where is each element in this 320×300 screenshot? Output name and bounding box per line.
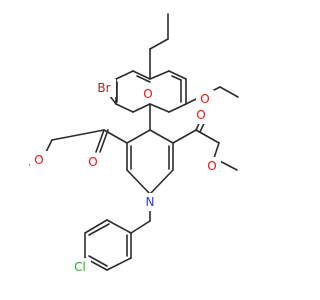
- bond-line-20: [219, 86, 239, 98]
- label-background-right-alkoxy-oxygen: [203, 157, 221, 175]
- label-background-left-alkoxy-oxygen: [30, 151, 48, 169]
- bond-line-23: [126, 129, 151, 144]
- right-ester-alkoxy-oxygen-label: O: [207, 159, 216, 173]
- bond-line-37: [172, 129, 197, 144]
- label-background-methoxy-oxygen: [196, 90, 214, 108]
- bond-line-2: [168, 70, 187, 80]
- bond-line-40: [195, 129, 220, 144]
- bond-line-52: [88, 223, 110, 236]
- bond-line-34: [51, 129, 105, 141]
- bond-line-11: [171, 75, 182, 81]
- bond-line-0: [132, 70, 151, 80]
- bond-line-9: [115, 70, 134, 80]
- bond-line-26: [149, 169, 174, 195]
- bond-line-44: [130, 220, 151, 234]
- bond-line-50: [106, 219, 132, 234]
- left-ester-alkoxy-oxygen-label: O: [34, 153, 43, 167]
- left-ester-carbonyl-oxygen-label: O: [88, 155, 97, 169]
- bond-line-16: [149, 38, 169, 50]
- bond-line-10: [136, 75, 151, 83]
- label-background-chlorine: [69, 258, 91, 276]
- bond-line-5: [149, 103, 170, 113]
- label-background-left-carbonyl-oxygen: [84, 153, 102, 171]
- bond-line-41: [213, 142, 220, 159]
- bond-lines: [29, 13, 239, 271]
- bond-line-53: [88, 255, 108, 267]
- ethoxy-oxygen-label: O: [143, 87, 152, 101]
- bond-line-32: [95, 129, 105, 153]
- bond-line-4: [168, 103, 187, 113]
- bromine-label: Br: [97, 81, 110, 95]
- nitrogen-label: N: [146, 195, 155, 209]
- atom-labels: Br O O O O O O N Cl: [30, 79, 221, 276]
- bond-line-28: [149, 129, 174, 144]
- right-ester-carbonyl-oxygen-label: O: [196, 108, 205, 122]
- chlorine-label: Cl: [74, 260, 86, 274]
- methoxy-oxygen-label: O: [200, 92, 209, 106]
- bond-line-49: [84, 219, 108, 234]
- bond-line-1: [149, 70, 170, 80]
- bond-line-6: [132, 103, 151, 113]
- bond-line-46: [106, 257, 132, 271]
- label-background-right-carbonyl-oxygen: [192, 106, 210, 124]
- chemical-structure-diagram: Br O O O O O O N Cl: [29, 13, 239, 276]
- label-background-nitrogen: [141, 193, 159, 211]
- label-background-bromine: [92, 79, 116, 97]
- bond-line-7: [115, 103, 134, 113]
- bond-line-25: [126, 169, 151, 195]
- bond-line-33: [99, 129, 109, 153]
- label-background-ethoxy-oxygen: [139, 85, 157, 103]
